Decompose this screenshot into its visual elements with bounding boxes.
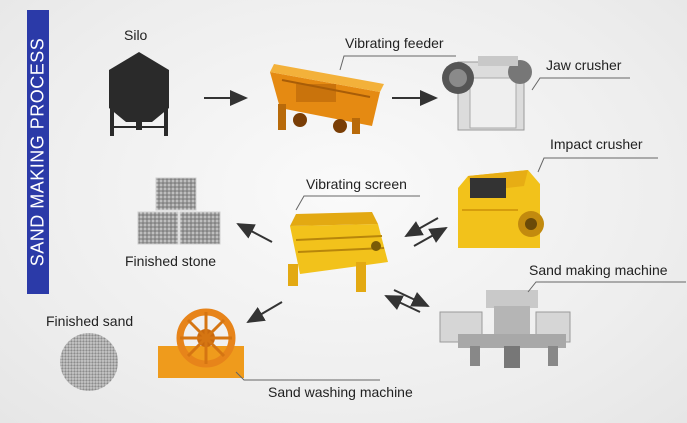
vibrating-screen-graphic — [288, 212, 388, 292]
label-vibrating-feeder: Vibrating feeder — [345, 35, 444, 51]
sand-making-machine-graphic — [439, 290, 571, 368]
label-finished-sand: Finished sand — [46, 313, 134, 329]
impact-crusher-graphic — [458, 170, 544, 248]
flow-arrows — [204, 90, 448, 324]
silo-graphic — [109, 52, 169, 136]
label-sand-washing-machine: Sand washing machine — [268, 384, 413, 400]
finished-sand-graphic — [60, 333, 118, 391]
label-vibrating-screen: Vibrating screen — [306, 176, 407, 192]
finished-stone-graphic — [137, 177, 221, 245]
label-finished-stone: Finished stone — [125, 253, 217, 269]
title-bar — [27, 10, 49, 294]
label-silo: Silo — [124, 27, 148, 43]
sand-washing-machine-graphic — [158, 308, 244, 378]
label-impact-crusher: Impact crusher — [550, 136, 643, 152]
jaw-crusher-graphic — [442, 56, 532, 131]
leader-lines — [235, 55, 686, 381]
label-sand-making-machine: Sand making machine — [529, 262, 668, 278]
label-jaw-crusher: Jaw crusher — [546, 57, 622, 73]
vibrating-feeder-graphic — [270, 64, 384, 134]
